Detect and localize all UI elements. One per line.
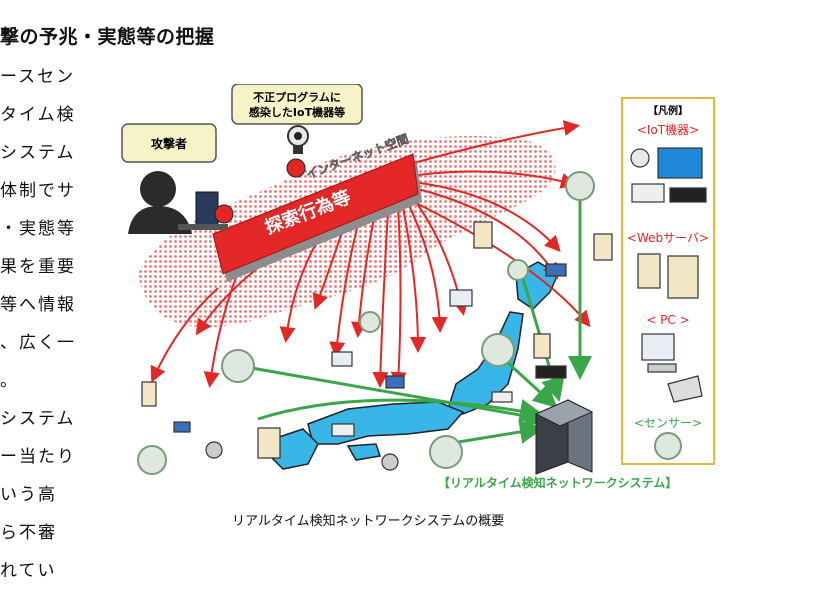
legend-sensor-icon xyxy=(654,432,682,460)
body-line: いう高 xyxy=(0,485,57,505)
scan-band xyxy=(212,153,422,282)
body-line: システム xyxy=(0,143,76,163)
body-text-column: ースセン タイム検 システム 体制でサ ・実態等 果を重要 等へ情報 、広く一 … xyxy=(0,58,96,590)
body-line: ら不審 xyxy=(0,523,57,543)
detection-center-building xyxy=(534,399,594,475)
body-line: 、広く一 xyxy=(0,333,76,353)
body-line: れてい xyxy=(0,561,57,581)
attacker-label: 攻撃者 xyxy=(151,136,187,151)
legend-sensor-label: <センサー> xyxy=(634,416,702,430)
body-line: タイム検 xyxy=(0,105,76,125)
attacker-label-box xyxy=(121,123,217,163)
legend-pc-icons xyxy=(641,333,703,403)
body-line: 果を重要 xyxy=(0,257,76,277)
legend-iot-icons xyxy=(630,147,707,203)
attacker-icon xyxy=(128,171,228,234)
body-line: ー当たり xyxy=(0,447,76,467)
figure-caption: リアルタイム検知ネットワークシステムの概要 xyxy=(232,514,505,529)
sensor-nodes xyxy=(137,171,595,475)
legend-title: 【凡例】 xyxy=(648,104,688,117)
detection-network-diagram: 探索行為等 インターネット空間 攻撃者 不正プログラムに 感染したIoT機器等 xyxy=(118,84,718,502)
section-heading: 撃の予兆・実態等の把握 xyxy=(0,26,215,48)
legend-iot-label: <IoT機器> xyxy=(637,122,699,137)
infected-iot-label-line1: 不正プログラムに xyxy=(253,90,341,104)
body-line: ・実態等 xyxy=(0,219,76,239)
legend-server-icons xyxy=(637,253,699,299)
collection-arrows xyxy=(239,194,592,446)
infected-iot-label-box xyxy=(231,84,363,125)
infected-iot-label-line2: 感染したIoT機器等 xyxy=(249,105,345,119)
legend-web-label: <Webサーバ> xyxy=(627,231,709,245)
infected-camera-icon xyxy=(287,125,309,154)
device-icons xyxy=(141,221,613,471)
malware-icon xyxy=(214,158,306,224)
body-line: ースセン xyxy=(0,67,76,87)
body-line: 等へ情報 xyxy=(0,295,76,315)
system-label: 【リアルタイム検知ネットワークシステム】 xyxy=(438,475,677,490)
body-line: 。 xyxy=(0,371,19,391)
legend-pc-label: < PC > xyxy=(646,313,689,327)
body-line: 体制でサ xyxy=(0,181,76,201)
body-line: システム xyxy=(0,409,76,429)
